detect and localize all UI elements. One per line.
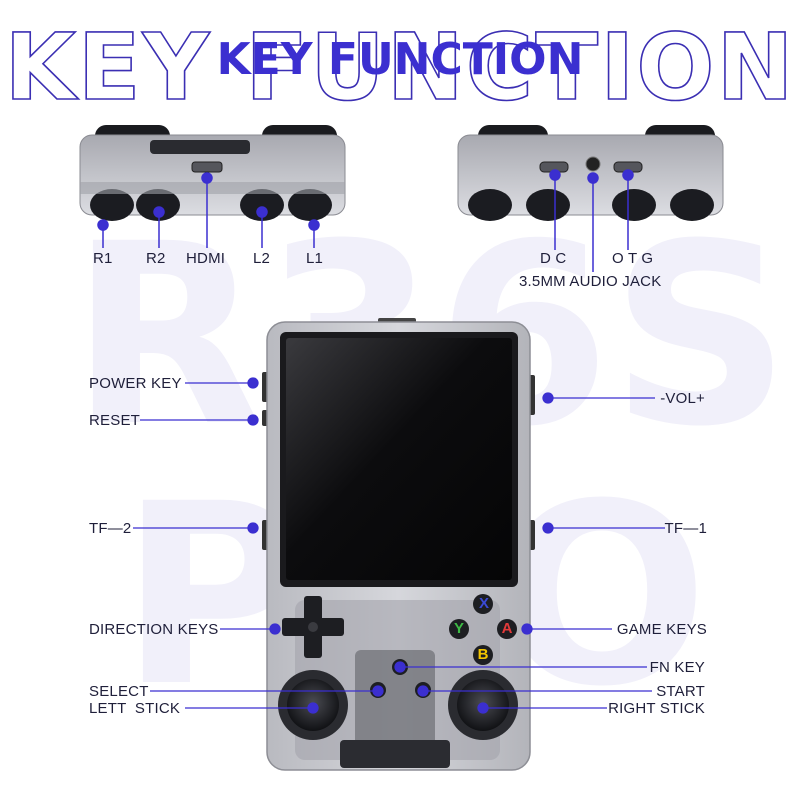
label-dc: D C [540,250,567,267]
title-outline: KEY FUNCTION [4,13,796,122]
device-front [262,318,535,771]
label-game-keys: GAME KEYS [616,621,707,638]
x-button[interactable]: X [478,595,489,612]
label-l1: L1 [306,250,324,267]
b-button[interactable]: B [477,646,489,663]
page-title: KEY FUNCTION [216,34,584,85]
label-l2: L2 [253,250,271,267]
label-vol: -VOL+ [660,390,705,407]
top-edge-view [79,125,346,221]
label-right-stick: RIGHT STICK [608,700,705,717]
label-audio-jack: 3.5MM AUDIO JACK [519,273,662,290]
label-select: SELECT [89,683,149,700]
label-tf1: TF—1 [664,520,707,537]
a-button[interactable]: A [501,620,513,637]
label-hdmi: HDMI [186,250,226,267]
label-start: START [656,683,705,700]
top-view-pointers [97,172,320,248]
label-r1: R1 [93,250,113,267]
label-direction-keys: DIRECTION KEYS [89,621,219,638]
bottom-view-pointers [549,169,634,272]
label-reset: RESET [89,412,141,429]
label-left-stick: LETT STICK [89,700,181,717]
label-power-key: POWER KEY [89,375,182,392]
label-fn-key: FN KEY [649,659,705,676]
label-tf2: TF—2 [89,520,132,537]
label-r2: R2 [146,250,166,267]
label-otg: O T G [612,250,654,267]
y-button[interactable]: Y [453,620,464,637]
